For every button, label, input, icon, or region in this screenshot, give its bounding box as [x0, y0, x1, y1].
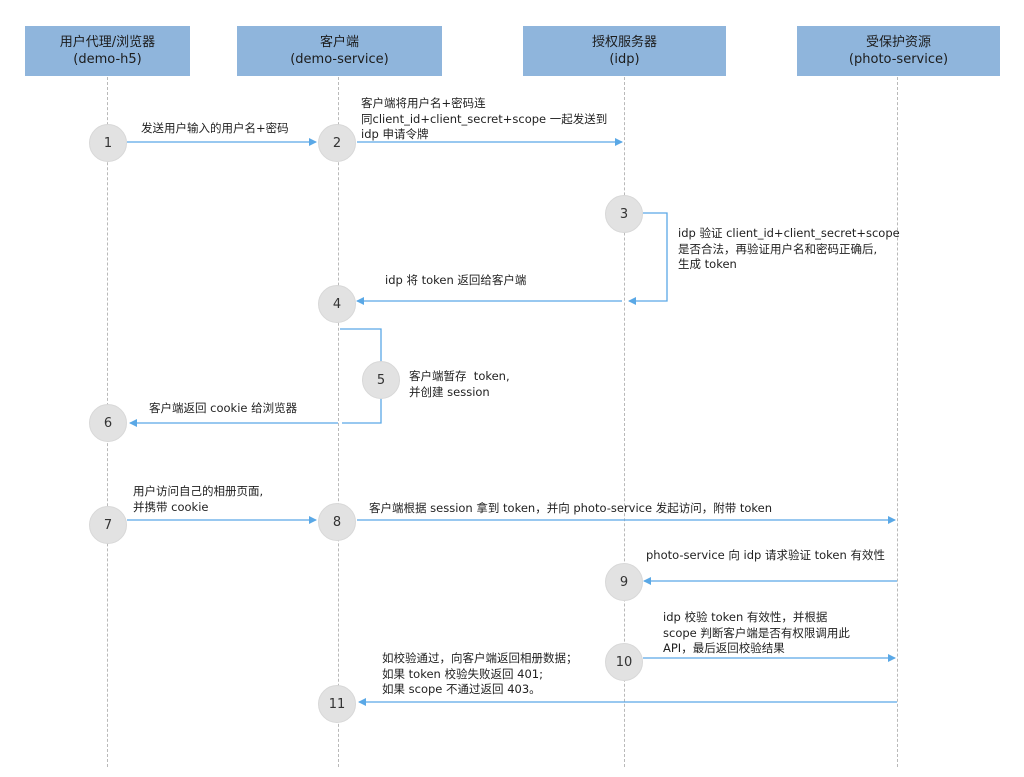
- message-2-label: 客户端将用户名+密码连 同client_id+client_secret+sco…: [361, 96, 608, 141]
- actor-client-sub: (demo-service): [290, 52, 389, 67]
- actor-idp-name: 授权服务器: [591, 35, 657, 50]
- message-7-label: 用户访问自己的相册页面, 并携带 cookie: [133, 484, 264, 514]
- lifeline-idp: [624, 77, 625, 767]
- message-3-label: idp 验证 client_id+client_secret+scope 是否合…: [678, 226, 900, 271]
- step-8: 8: [318, 503, 356, 541]
- message-10-label: idp 校验 token 有效性，并根据 scope 判断客户端是否有权限调用此…: [663, 610, 850, 655]
- actor-client-name: 客户端: [319, 35, 359, 50]
- actor-resource-sub: (photo-service): [848, 52, 949, 67]
- actor-browser-name: 用户代理/浏览器: [59, 35, 156, 50]
- step-2: 2: [318, 124, 356, 162]
- lifeline-client: [338, 77, 339, 767]
- step-1: 1: [89, 124, 127, 162]
- actor-client: 客户端 (demo-service): [237, 26, 442, 76]
- message-6-label: 客户端返回 cookie 给浏览器: [149, 401, 298, 415]
- step-10: 10: [605, 643, 643, 681]
- message-5-label: 客户端暂存 token, 并创建 session: [409, 369, 510, 399]
- actor-resource-name: 受保护资源: [865, 35, 931, 50]
- step-3: 3: [605, 195, 643, 233]
- message-1-label: 发送用户输入的用户名+密码: [141, 121, 289, 135]
- step-9: 9: [605, 563, 643, 601]
- message-4-label: idp 将 token 返回给客户端: [385, 273, 527, 287]
- step-6: 6: [89, 404, 127, 442]
- message-11-label: 如校验通过，向客户端返回相册数据； 如果 token 校验失败返回 401; 如…: [382, 651, 578, 696]
- actor-browser-sub: (demo-h5): [73, 52, 142, 67]
- step-4: 4: [318, 285, 356, 323]
- message-9-label: photo-service 向 idp 请求验证 token 有效性: [646, 548, 885, 562]
- lifeline-resource: [897, 77, 898, 767]
- step-7: 7: [89, 506, 127, 544]
- actor-resource: 受保护资源 (photo-service): [797, 26, 1000, 76]
- step-5: 5: [362, 361, 400, 399]
- step-11: 11: [318, 685, 356, 723]
- actor-idp: 授权服务器 (idp): [523, 26, 726, 76]
- actor-browser: 用户代理/浏览器 (demo-h5): [25, 26, 190, 76]
- arrow-3: [628, 212, 668, 305]
- actor-idp-sub: (idp): [609, 52, 640, 67]
- message-8-label: 客户端根据 session 拿到 token，并向 photo-service …: [369, 501, 773, 515]
